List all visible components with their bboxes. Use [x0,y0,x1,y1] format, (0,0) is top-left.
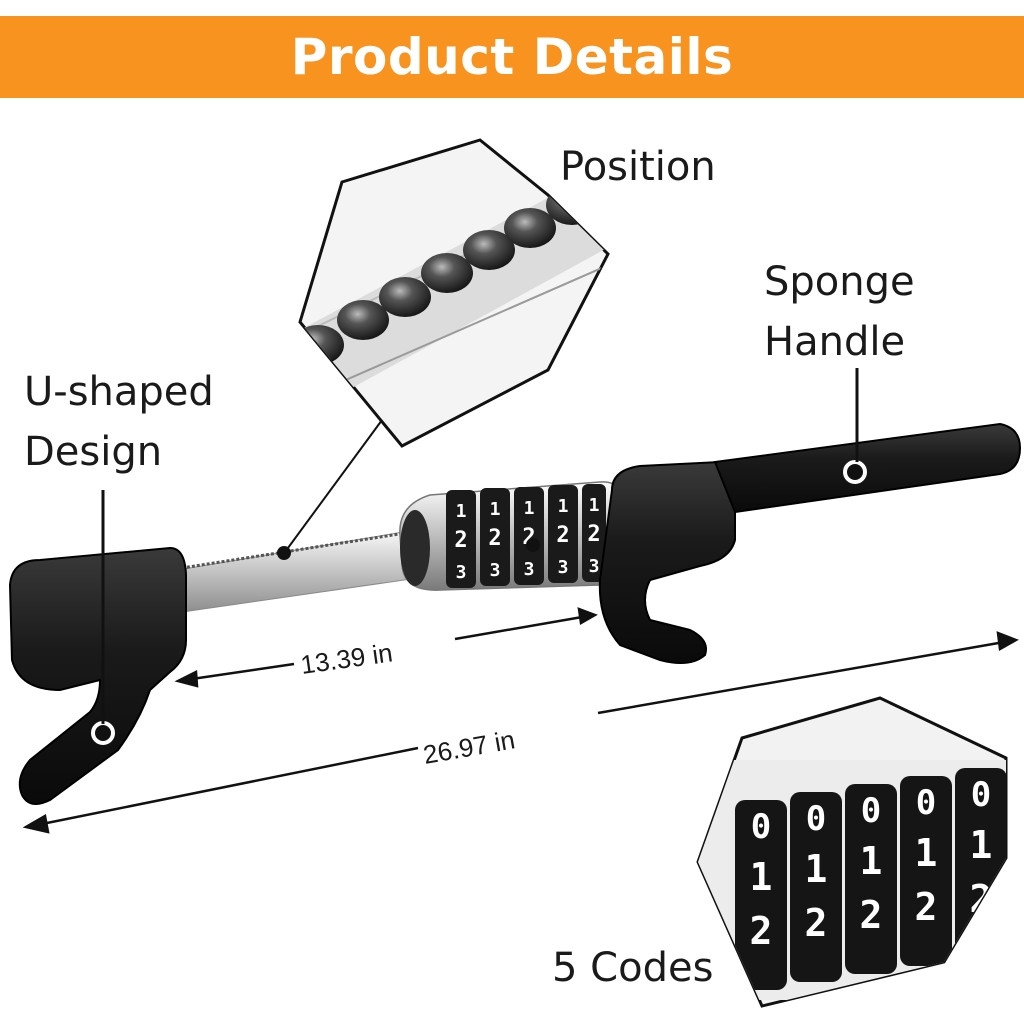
zoom-dial-0-5: 0 [971,775,991,815]
lock-dial-bot-1: 3 [456,562,467,583]
callout-dot [91,460,867,745]
lock-dial-top-2: 1 [490,499,501,520]
lock-dial-top-4: 1 [558,496,569,517]
lock-dial-bot-3: 3 [524,559,535,580]
zoom-dial-2-1: 2 [750,909,773,953]
zoom-dial-2-4: 2 [915,885,938,929]
sponge-handle-label-line1: Sponge [764,259,915,305]
lock-dial-mid-5: 2 [587,522,600,547]
zoom-dial-2-3: 2 [860,893,883,937]
zoom-dial-0-4: 0 [916,783,936,823]
zoom-dial-1-4: 1 [915,831,938,875]
locking-ball-bearings [300,170,608,401]
lock-dial-mid-2: 2 [488,526,501,551]
zoom-dial-2-2: 2 [805,901,828,945]
sponge-handle-label-line2: Handle [764,319,906,365]
lock-dial-top-3: 1 [524,498,535,519]
dimension-arrow [22,607,1019,834]
position-label: Position [560,144,716,190]
lock-dial-bot-4: 3 [558,557,569,578]
codes-label: 5 Codes [546,944,720,992]
ushaped-design-label-line2: Design [24,429,163,475]
lock-dial-top-5: 1 [589,495,600,516]
ushaped-design-label-line1: U-shaped [24,369,214,415]
zoom-dial-1-5: 1 [970,823,993,867]
steering-lock: 1 1 1 1 1 2 2 2 2 2 3 3 3 3 3 [8,422,1022,805]
position-callout-line [284,419,383,553]
banner-title: Product Details [290,28,734,86]
combination-dial [446,484,606,588]
zoom-dial-1-1: 1 [750,855,773,899]
zoom-dial-1-3: 1 [860,839,883,883]
lock-dial-mid-1: 2 [454,528,467,553]
zoom-combination-dials: 0 0 0 0 0 1 1 1 1 1 2 2 2 2 2 [698,760,1006,1000]
zoom-dial-1-2: 1 [805,847,828,891]
lock-dial-top-1: 1 [456,501,467,522]
inner-length-label: 13.39 in [299,637,395,680]
total-length-label: 26.97 in [421,724,517,770]
lock-dial-mid-4: 2 [556,523,569,548]
header-banner: Product Details [0,16,1024,98]
zoom-dial-0-3: 0 [861,791,881,831]
lock-dial-bot-5: 3 [589,556,600,577]
zoom-dial-0-2: 0 [806,799,826,839]
lock-dial-bot-2: 3 [490,560,501,581]
zoom-dial-0-1: 0 [751,807,771,847]
